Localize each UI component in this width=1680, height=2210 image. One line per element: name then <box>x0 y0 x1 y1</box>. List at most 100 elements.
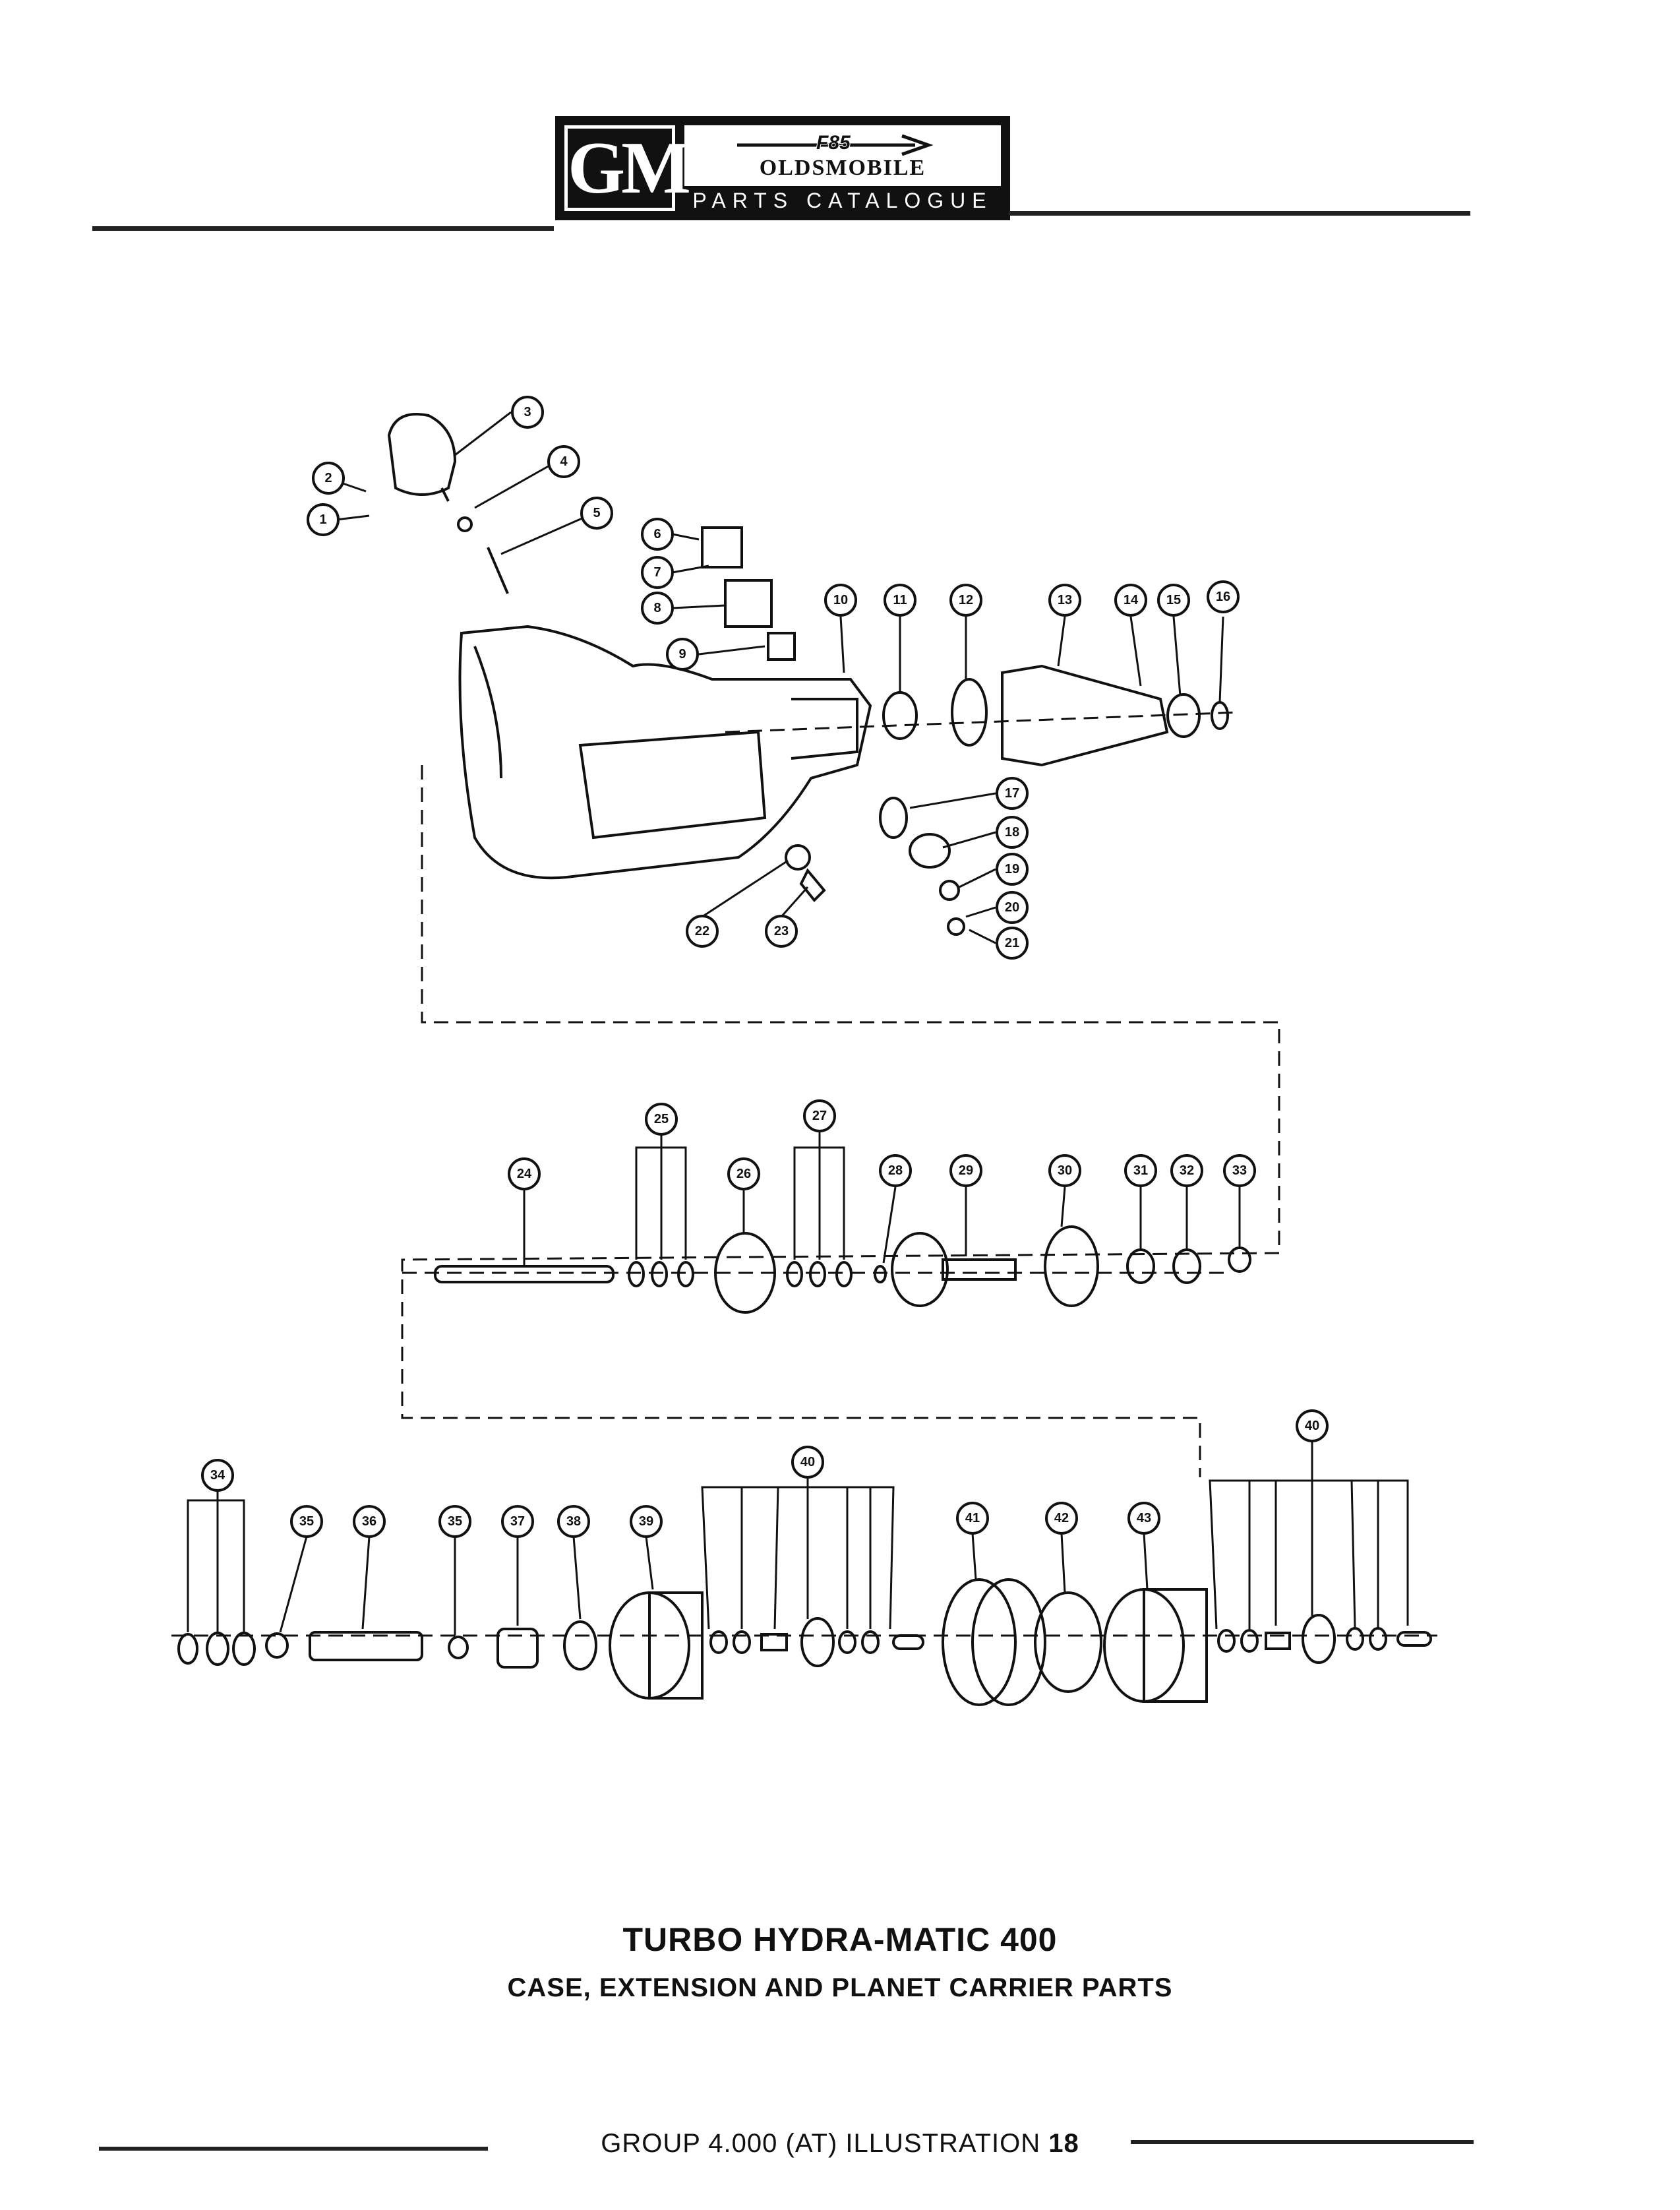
callout-35a: 35 <box>290 1505 323 1538</box>
assembly-flow-lines <box>171 711 1437 1637</box>
svg-text:41: 41 <box>965 1511 980 1525</box>
callout-14: 14 <box>1114 584 1147 617</box>
svg-text:18: 18 <box>1005 825 1019 840</box>
f85-logo-text: F85 <box>816 132 851 154</box>
svg-text:38: 38 <box>566 1514 581 1529</box>
callout-10: 10 <box>824 584 857 617</box>
svg-text:40: 40 <box>1305 1419 1319 1433</box>
svg-text:4: 4 <box>560 454 568 469</box>
callout-31: 31 <box>1124 1154 1157 1187</box>
svg-text:43: 43 <box>1137 1511 1151 1525</box>
callout-30: 30 <box>1048 1154 1081 1187</box>
svg-text:10: 10 <box>833 593 848 607</box>
callout-37: 37 <box>501 1505 534 1538</box>
svg-text:35: 35 <box>448 1514 462 1529</box>
middle-row-parts <box>434 1225 1251 1314</box>
footer-illustration-number: 18 <box>1048 2129 1079 2158</box>
callout-41: 41 <box>956 1502 989 1535</box>
svg-text:6: 6 <box>653 527 661 541</box>
svg-text:9: 9 <box>678 647 686 661</box>
modulator-parts <box>387 413 796 661</box>
svg-text:34: 34 <box>210 1468 225 1483</box>
callout-20: 20 <box>996 891 1029 924</box>
callout-25: 25 <box>645 1103 678 1136</box>
callout-6: 6 <box>641 518 674 551</box>
callout-33: 33 <box>1223 1154 1256 1187</box>
callout-27: 27 <box>803 1099 836 1132</box>
svg-text:33: 33 <box>1232 1163 1247 1178</box>
leader-lines <box>187 411 1409 1636</box>
svg-text:32: 32 <box>1180 1163 1194 1178</box>
svg-text:7: 7 <box>653 565 661 580</box>
svg-text:19: 19 <box>1005 862 1019 876</box>
bottom-row-parts <box>177 1578 1432 1706</box>
footer-rule-right <box>1131 2140 1474 2144</box>
svg-text:3: 3 <box>524 405 531 419</box>
callout-12: 12 <box>949 584 982 617</box>
svg-text:5: 5 <box>593 506 600 520</box>
callout-7: 7 <box>641 556 674 589</box>
svg-text:8: 8 <box>653 601 661 615</box>
transmission-case <box>458 625 872 880</box>
svg-text:16: 16 <box>1216 590 1230 604</box>
gm-oldsmobile-header-badge: GM F85 OLDSMOBILE PARTS CATALOGUE <box>555 116 1010 220</box>
header-rule-left <box>92 226 554 231</box>
callout-40a: 40 <box>791 1446 824 1479</box>
callouts-middle: 24 25 26 27 28 29 30 31 32 33 <box>508 1099 1256 1190</box>
svg-text:26: 26 <box>736 1167 751 1181</box>
callout-36: 36 <box>353 1505 386 1538</box>
catalogue-label: PARTS CATALOGUE <box>692 189 993 212</box>
callouts-bottom: 34 35 36 35 37 38 39 40 41 42 43 40 <box>201 1409 1329 1538</box>
callout-26: 26 <box>727 1157 760 1190</box>
svg-text:39: 39 <box>639 1514 653 1529</box>
svg-text:17: 17 <box>1005 786 1019 801</box>
svg-text:22: 22 <box>695 924 709 938</box>
svg-text:23: 23 <box>774 924 789 938</box>
callout-22: 22 <box>686 915 719 948</box>
footer-group-label: GROUP 4.000 (AT) ILLUSTRATION <box>601 2129 1049 2158</box>
callout-21: 21 <box>996 927 1029 960</box>
svg-text:37: 37 <box>510 1514 525 1529</box>
callout-38: 38 <box>557 1505 590 1538</box>
governor-parts <box>785 797 965 936</box>
callout-16: 16 <box>1207 580 1240 613</box>
callout-40b: 40 <box>1296 1409 1329 1442</box>
callout-13: 13 <box>1048 584 1081 617</box>
callout-34: 34 <box>201 1459 234 1492</box>
callout-1: 1 <box>307 503 340 536</box>
callout-19: 19 <box>996 853 1029 886</box>
callout-29: 29 <box>949 1154 982 1187</box>
svg-text:1: 1 <box>319 512 326 527</box>
header-rule-right <box>1009 211 1470 216</box>
callout-11: 11 <box>884 584 916 617</box>
callout-2: 2 <box>312 462 345 495</box>
callout-15: 15 <box>1157 584 1190 617</box>
callout-43: 43 <box>1127 1502 1160 1535</box>
callout-39: 39 <box>630 1505 663 1538</box>
callouts-top: 1 2 3 4 5 6 7 8 9 10 11 12 13 14 15 16 1… <box>307 396 1240 960</box>
callout-17: 17 <box>996 777 1029 810</box>
make-label: OLDSMOBILE <box>759 156 926 180</box>
callout-32: 32 <box>1170 1154 1203 1187</box>
svg-text:25: 25 <box>654 1112 669 1126</box>
callout-3: 3 <box>511 396 544 429</box>
svg-text:40: 40 <box>800 1455 815 1469</box>
callout-23: 23 <box>765 915 798 948</box>
illustration-title: TURBO HYDRA-MATIC 400 <box>622 1921 1058 1958</box>
svg-text:2: 2 <box>324 471 332 485</box>
callout-35b: 35 <box>438 1505 471 1538</box>
gm-logo: GM <box>564 125 691 211</box>
svg-text:27: 27 <box>812 1109 827 1123</box>
svg-text:20: 20 <box>1005 900 1019 915</box>
svg-text:29: 29 <box>959 1163 973 1178</box>
callout-9: 9 <box>666 638 699 671</box>
svg-text:24: 24 <box>517 1167 532 1181</box>
f85-oldsmobile-panel: F85 OLDSMOBILE <box>684 125 1001 186</box>
callout-5: 5 <box>580 497 613 530</box>
svg-text:21: 21 <box>1005 936 1019 950</box>
illustration-subtitle: CASE, EXTENSION AND PLANET CARRIER PARTS <box>507 1973 1173 2002</box>
callout-8: 8 <box>641 592 674 625</box>
footer-reference: GROUP 4.000 (AT) ILLUSTRATION 18 <box>0 2129 1680 2159</box>
